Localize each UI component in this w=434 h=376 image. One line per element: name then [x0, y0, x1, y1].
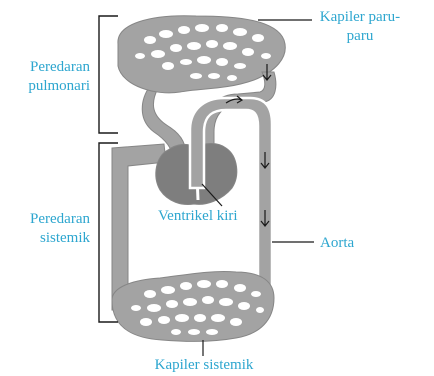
label-systemic-capillary: Kapiler sistemik	[140, 356, 268, 375]
bracket-pulmonary	[99, 16, 118, 133]
label-aorta: Aorta	[320, 234, 354, 253]
label-left-ventricle: Ventrikel kiri	[158, 207, 238, 226]
label-systemic-circulation: Peredaran sistemik	[2, 210, 90, 248]
label-pulmonary-capillary: Kapiler paru- paru	[318, 8, 402, 46]
label-pulmonary-circulation: Peredaran pulmonari	[2, 58, 90, 96]
